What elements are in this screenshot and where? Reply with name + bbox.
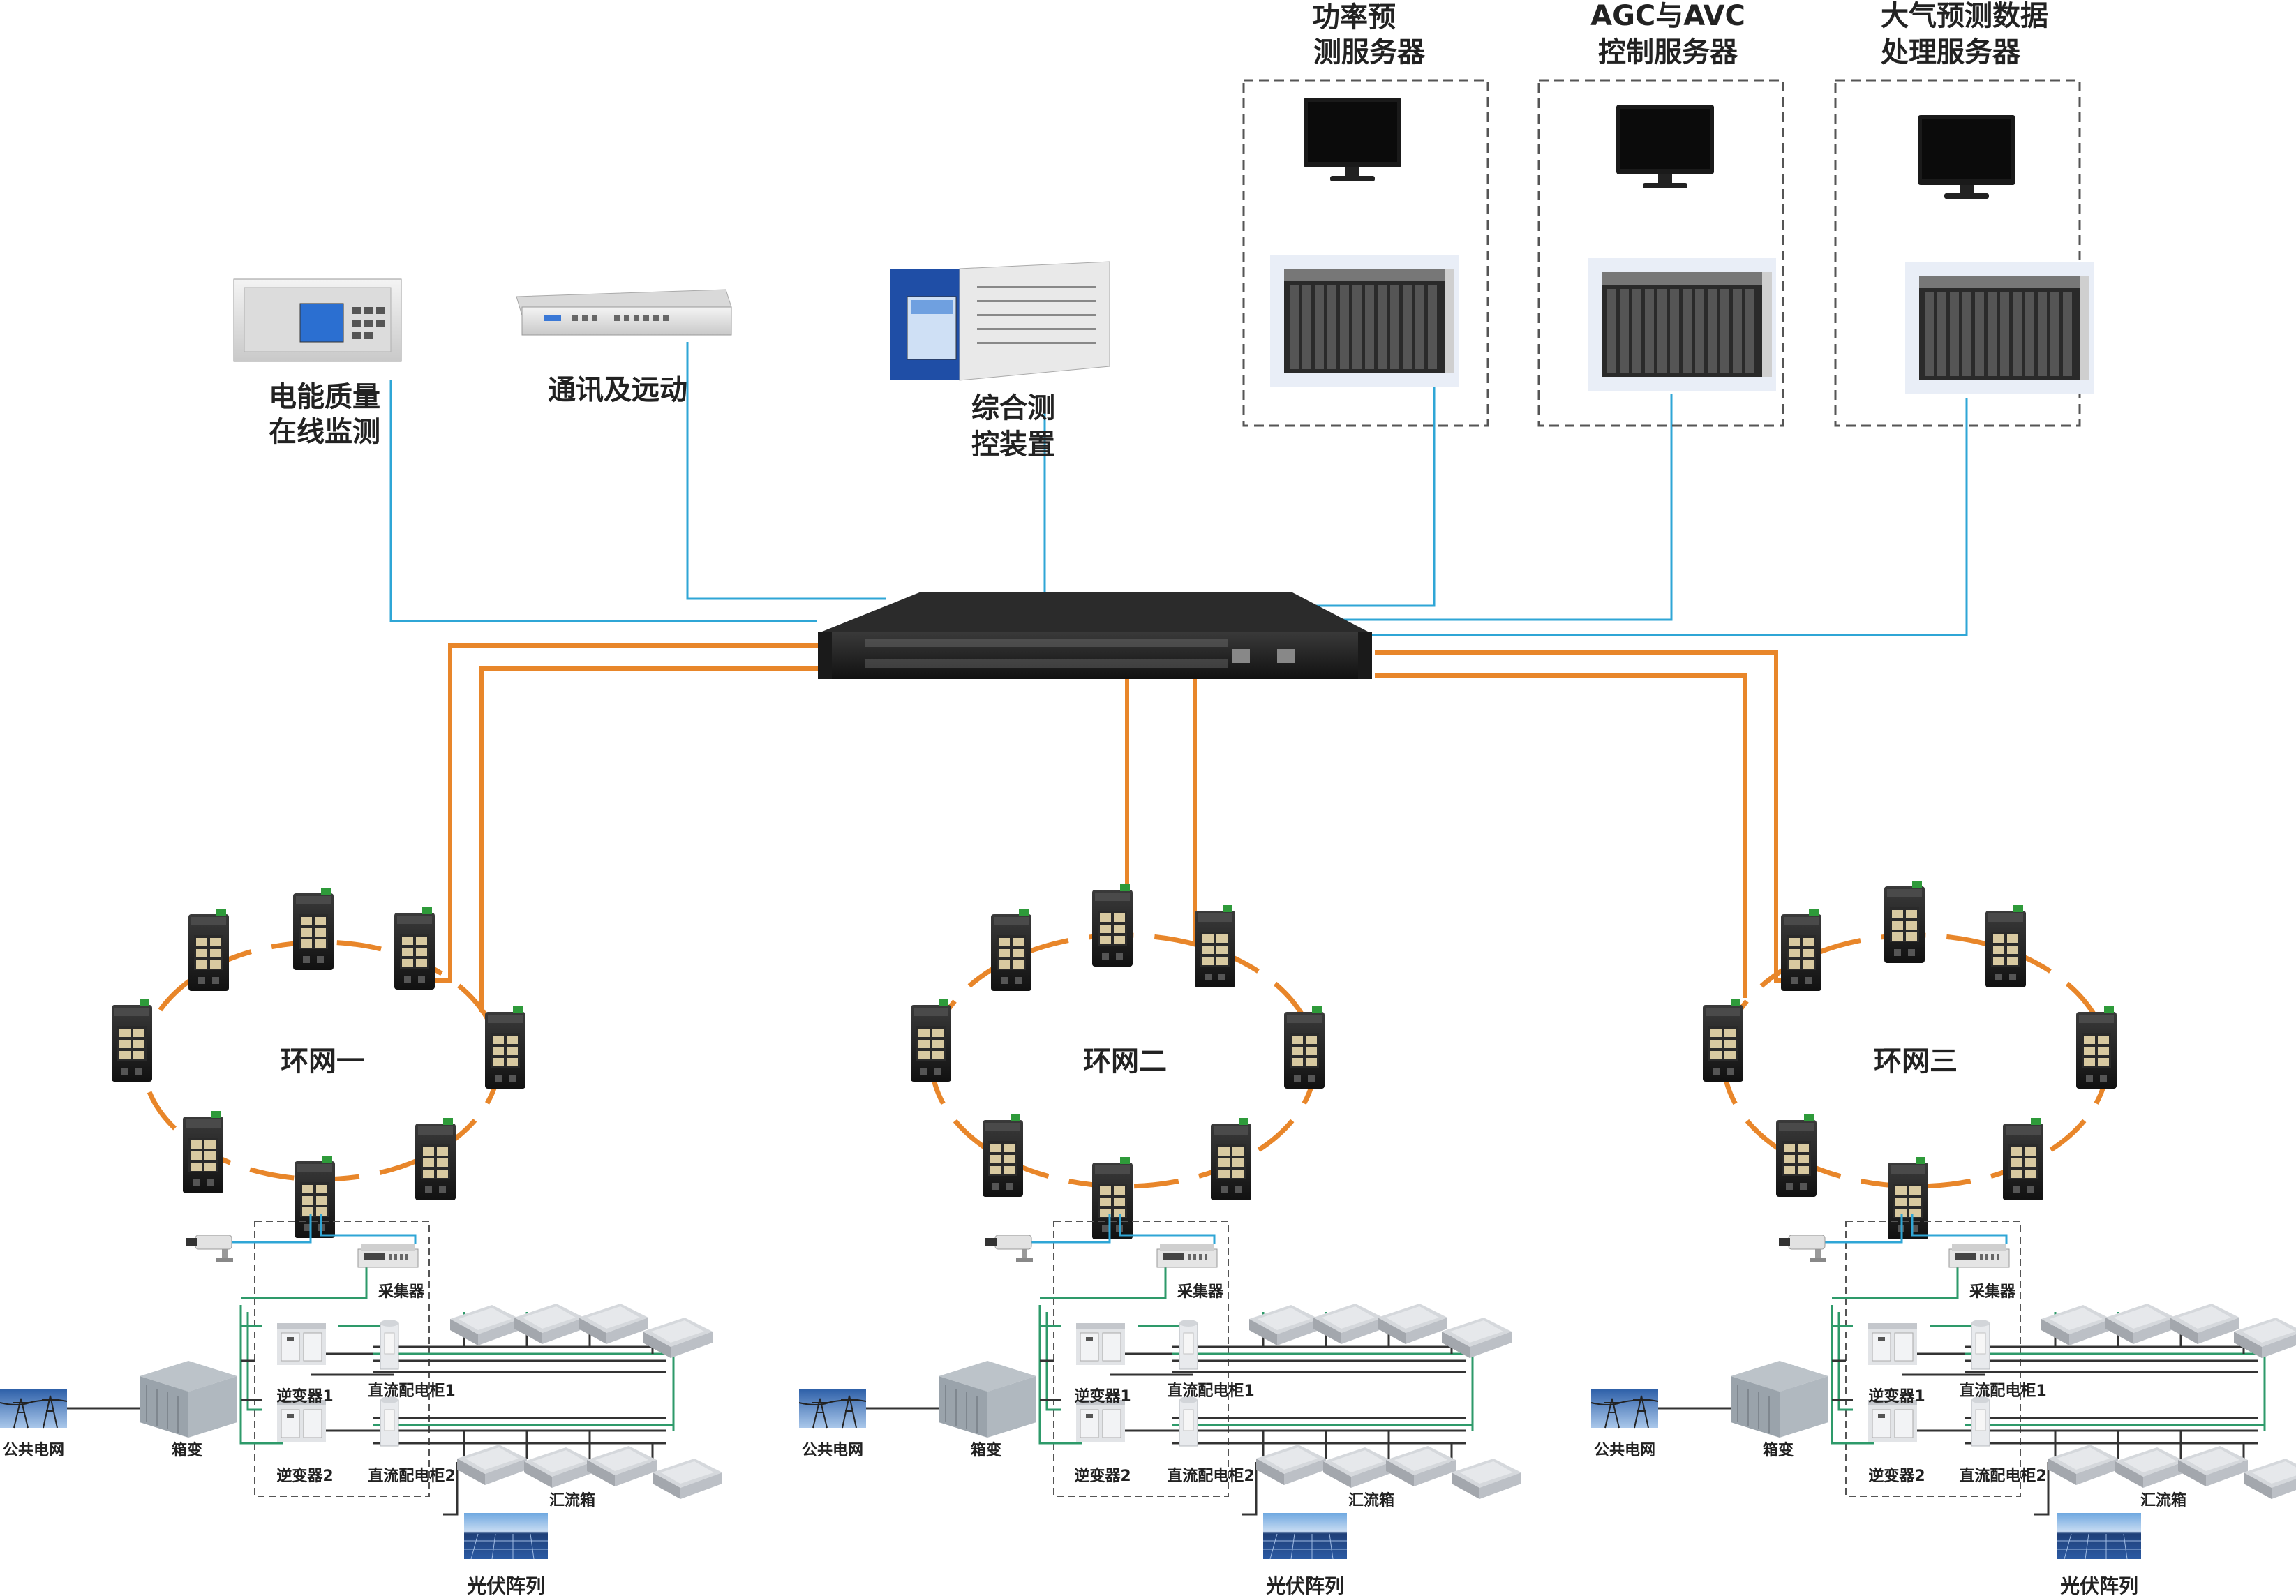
integrated-measure-control-device xyxy=(890,261,1110,381)
camera-3 xyxy=(1778,1235,1827,1262)
inverter1-label-1: 逆变器1 xyxy=(276,1387,333,1405)
ring-network-1: 环网一 xyxy=(112,888,525,1238)
comm-remote-device xyxy=(516,289,732,336)
field-block-3: 采集器 逆变器1 逆变器2 直流配电柜1 直流配电柜2 汇流箱 公共电网 箱变 … xyxy=(1590,1214,2296,1596)
power-forecast-label-line1: 功率预 xyxy=(1312,1,1396,33)
dc-cabinet1-label-3: 直流配电柜1 xyxy=(1959,1382,2046,1400)
dc-cabinet1-label-1: 直流配电柜1 xyxy=(368,1382,455,1400)
ethernet-backbone xyxy=(389,342,1968,636)
agc-avc-server-group xyxy=(1537,79,1784,427)
ring-2-label: 环网二 xyxy=(1083,1045,1167,1077)
box-transformer-1 xyxy=(139,1360,238,1438)
pv-array-picture-2 xyxy=(1262,1512,1348,1560)
box-transformer-3 xyxy=(1730,1360,1829,1438)
measure-control-label-line2: 控装置 xyxy=(971,428,1055,461)
collector-label-2: 采集器 xyxy=(1177,1283,1224,1301)
transformer-label-3: 箱变 xyxy=(1763,1441,1794,1459)
power-forecast-blade-server xyxy=(1270,255,1459,387)
power-forecast-monitor xyxy=(1304,98,1401,181)
dc-cabinet2-label-1: 直流配电柜2 xyxy=(368,1467,455,1485)
power-forecast-label-line2: 测服务器 xyxy=(1313,36,1426,68)
measure-control-label-line1: 综合测 xyxy=(971,392,1055,424)
pv-array-picture-1 xyxy=(463,1512,549,1560)
grid-label-1: 公共电网 xyxy=(3,1442,64,1459)
pv-array-picture-3 xyxy=(2057,1512,2142,1560)
dc-cabinet2-label-2: 直流配电柜2 xyxy=(1167,1467,1254,1485)
collector-label-1: 采集器 xyxy=(378,1283,425,1301)
weather-label-line2: 处理服务器 xyxy=(1881,36,2021,68)
combiner-label-2: 汇流箱 xyxy=(1348,1491,1394,1509)
agc-avc-label-line2: 控制服务器 xyxy=(1598,36,1738,68)
inverter1-label-3: 逆变器1 xyxy=(1868,1387,1925,1405)
collector-label-3: 采集器 xyxy=(1969,1283,2016,1301)
transformer-label-2: 箱变 xyxy=(971,1441,1001,1459)
weather-monitor xyxy=(1918,115,2015,199)
agc-avc-monitor xyxy=(1616,105,1714,188)
weather-server-group xyxy=(1834,79,2094,427)
ring-1-label: 环网一 xyxy=(281,1045,364,1077)
camera-1 xyxy=(185,1235,234,1262)
power-quality-monitor-device xyxy=(233,278,402,362)
weather-blade-server xyxy=(1905,262,2094,394)
grid-picture-3 xyxy=(1590,1388,1659,1429)
camera-2 xyxy=(985,1235,1034,1262)
inverter1-label-2: 逆变器1 xyxy=(1074,1387,1131,1405)
grid-picture-1 xyxy=(0,1388,68,1429)
transformer-label-1: 箱变 xyxy=(172,1441,202,1459)
power-quality-label-line1: 电能质量 xyxy=(269,381,380,413)
power-forecast-server-group xyxy=(1242,79,1489,427)
combiner-label-3: 汇流箱 xyxy=(2140,1491,2186,1509)
pv-array-label-3: 光伏阵列 xyxy=(2059,1574,2138,1596)
dc-cabinet1-label-2: 直流配电柜1 xyxy=(1167,1382,1254,1400)
grid-label-3: 公共电网 xyxy=(1594,1442,1655,1459)
inverter2-label-1: 逆变器2 xyxy=(276,1467,333,1485)
field-block-1: 采集器 逆变器1 逆变器2 直流配电柜1 直流配电柜2 汇流箱 公共电网 箱变 … xyxy=(0,1214,722,1596)
pv-array-label-2: 光伏阵列 xyxy=(1265,1574,1344,1596)
grid-picture-2 xyxy=(798,1388,867,1429)
comm-remote-label: 通讯及远动 xyxy=(548,374,687,406)
dc-cabinet2-label-3: 直流配电柜2 xyxy=(1959,1467,2046,1485)
power-quality-label-line2: 在线监测 xyxy=(269,416,380,448)
agc-avc-label-line1: AGC与AVC xyxy=(1590,0,1745,32)
grid-label-2: 公共电网 xyxy=(802,1442,863,1459)
weather-label-line1: 大气预测数据 xyxy=(1881,0,2048,32)
ring-3-label: 环网三 xyxy=(1874,1045,1958,1077)
inverter2-label-2: 逆变器2 xyxy=(1074,1467,1131,1485)
agc-avc-blade-server xyxy=(1588,258,1776,391)
box-transformer-2 xyxy=(938,1360,1037,1438)
core-switch xyxy=(818,592,1372,679)
field-block-2: 采集器 逆变器1 逆变器2 直流配电柜1 直流配电柜2 汇流箱 公共电网 箱变 … xyxy=(798,1214,1521,1596)
combiner-label-1: 汇流箱 xyxy=(549,1491,595,1509)
ring-network-2: 环网二 xyxy=(911,884,1325,1239)
inverter2-label-3: 逆变器2 xyxy=(1868,1467,1925,1485)
pv-array-label-1: 光伏阵列 xyxy=(466,1574,545,1596)
ring-network-3: 环网三 xyxy=(1703,881,2117,1239)
